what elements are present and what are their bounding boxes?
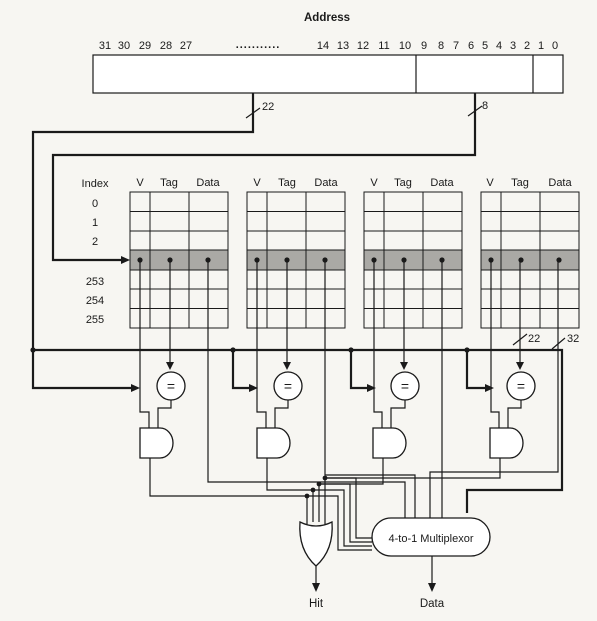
bit-27: 27 <box>180 40 192 52</box>
bit-5: 5 <box>482 40 488 52</box>
output-data: Data <box>420 598 445 610</box>
or-gate <box>299 520 333 567</box>
comparator-2: = <box>390 371 420 401</box>
output-hit: Hit <box>309 598 324 610</box>
bit-ellipsis: ........... <box>236 39 281 51</box>
index-column: Index 0 1 2 253 254 255 <box>82 178 109 326</box>
out-data-width: 32 <box>567 333 579 345</box>
comparator-1: = <box>273 371 303 401</box>
bit-14: 14 <box>317 40 329 52</box>
bit-13: 13 <box>337 40 349 52</box>
index-header: Index <box>82 178 109 190</box>
cache-way-2 <box>363 191 463 329</box>
way0-header-v: V <box>136 177 144 189</box>
tag-bus: 22 <box>30 93 564 513</box>
and-gate-2 <box>372 427 407 459</box>
bit-0: 0 <box>552 40 558 52</box>
way1-header-data: Data <box>314 177 338 189</box>
bit-1: 1 <box>538 40 544 52</box>
way2-header-v: V <box>370 177 378 189</box>
index-253: 253 <box>86 276 104 288</box>
cache-way-1 <box>246 191 346 329</box>
bit-2: 2 <box>524 40 530 52</box>
selected-row-1 <box>247 250 345 270</box>
address-register <box>92 54 564 94</box>
way-column-headers: V Tag Data V Tag Data V Tag Data V Tag D… <box>136 177 572 189</box>
comparator-3-symbol: = <box>517 378 525 394</box>
bit-12: 12 <box>357 40 369 52</box>
way1-header-v: V <box>253 177 261 189</box>
bit-10: 10 <box>399 40 411 52</box>
index-bus: 8 <box>51 93 488 264</box>
bit-6: 6 <box>468 40 474 52</box>
index-bus-width: 8 <box>482 100 488 112</box>
out-tag-width: 22 <box>528 333 540 345</box>
way0-header-data: Data <box>196 177 220 189</box>
way3-header-data: Data <box>548 177 572 189</box>
bit-7: 7 <box>453 40 459 52</box>
comparator-1-symbol: = <box>284 378 292 394</box>
way0-header-tag: Tag <box>160 177 178 189</box>
bit-30: 30 <box>118 40 130 52</box>
bit-8: 8 <box>438 40 444 52</box>
bit-28: 28 <box>160 40 172 52</box>
address-title: Address <box>304 12 350 24</box>
tag-bus-width: 22 <box>262 101 274 113</box>
cache-way-0 <box>129 191 229 329</box>
multiplexor-label: 4-to-1 Multiplexor <box>389 533 474 545</box>
index-255: 255 <box>86 314 104 326</box>
way3-header-tag: Tag <box>511 177 529 189</box>
index-2: 2 <box>92 236 98 248</box>
selected-row-0 <box>130 250 228 270</box>
and-gate-3 <box>489 427 524 459</box>
comparator-0: = <box>156 371 186 401</box>
comparator-0-symbol: = <box>167 378 175 394</box>
cache-way-3 <box>480 191 580 329</box>
hit-wires <box>149 458 501 551</box>
way2-header-tag: Tag <box>394 177 412 189</box>
multiplexor: 4-to-1 Multiplexor <box>371 517 491 557</box>
index-1: 1 <box>92 217 98 229</box>
comparator-2-symbol: = <box>401 378 409 394</box>
comparator-3: = <box>506 371 536 401</box>
way3-header-v: V <box>486 177 494 189</box>
address-bit-labels: 31 30 29 28 27 ........... 14 13 12 11 1… <box>99 39 558 52</box>
bit-3: 3 <box>510 40 516 52</box>
way-wires <box>139 260 559 518</box>
index-0: 0 <box>92 198 98 210</box>
and-gate-0 <box>139 427 174 459</box>
bit-4: 4 <box>496 40 502 52</box>
bit-11: 11 <box>378 40 389 52</box>
bit-9: 9 <box>421 40 427 52</box>
index-254: 254 <box>86 295 104 307</box>
selected-row-3 <box>481 250 579 270</box>
bit-31: 31 <box>99 40 111 52</box>
bit-29: 29 <box>139 40 151 52</box>
selected-row-2 <box>364 250 462 270</box>
way2-header-data: Data <box>430 177 454 189</box>
and-gate-1 <box>256 427 291 459</box>
way1-header-tag: Tag <box>278 177 296 189</box>
output-bus-marks: 22 32 <box>512 333 579 350</box>
